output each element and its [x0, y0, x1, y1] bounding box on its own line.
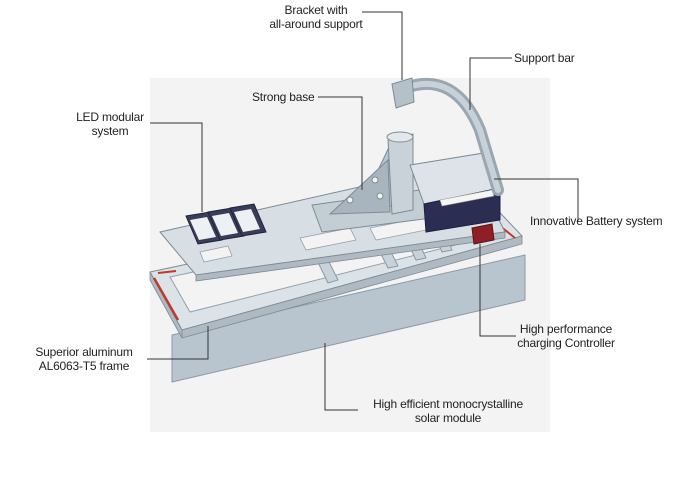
label-solar: High efficient monocrystalline solar mod… [373, 397, 523, 425]
leader-led [150, 122, 203, 212]
strong-base [311, 131, 433, 233]
support-bar-and-bracket [391, 77, 504, 196]
label-led: LED modular system [76, 110, 144, 138]
leader-bracket [362, 11, 403, 80]
leader-solar [324, 343, 358, 411]
charging-controller [471, 223, 495, 245]
leader-battery [494, 178, 579, 222]
label-controller: High performance charging Controller [517, 322, 615, 350]
leader-controller [479, 244, 516, 337]
label-battery: Innovative Battery system [530, 214, 663, 228]
leader-lines [147, 11, 579, 411]
leader-support-bar [469, 57, 512, 110]
leader-frame [147, 326, 209, 360]
label-frame: Superior aluminum AL6063-T5 frame [35, 345, 133, 373]
leader-strong-base [318, 96, 363, 190]
solar-module-panel [171, 254, 526, 383]
label-support-bar: Support bar [514, 51, 575, 65]
led-modules [185, 203, 267, 245]
battery-box [409, 151, 501, 233]
label-strong-base: Strong base [252, 90, 315, 104]
label-bracket: Bracket with all-around support [269, 3, 363, 31]
